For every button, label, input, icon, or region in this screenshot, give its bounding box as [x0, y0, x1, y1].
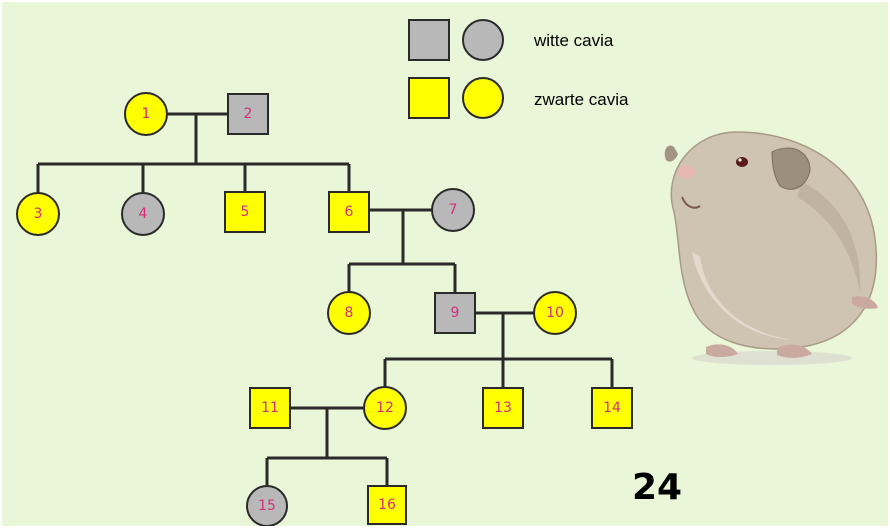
individual-1-label: 1 — [142, 106, 151, 122]
individual-12-label: 12 — [376, 400, 394, 416]
guinea-pig-eye — [736, 157, 748, 167]
guinea-pig-eye-highlight — [738, 158, 742, 162]
guinea-pig-hind-foot — [852, 296, 878, 309]
individual-3-symbol — [16, 192, 60, 236]
legend-white-female-symbol — [462, 19, 504, 61]
individual-5-symbol — [224, 191, 266, 233]
guinea-pig-photo — [664, 131, 878, 365]
individual-10-label: 10 — [546, 305, 564, 321]
legend: witte cavia zwarte cavia — [408, 19, 629, 119]
pedigree-lines — [36, 112, 614, 486]
individual-14-label: 14 — [603, 400, 621, 416]
individual-9-label: 9 — [451, 305, 460, 321]
individual-6-label: 6 — [345, 204, 354, 220]
individual-13-symbol — [482, 387, 524, 429]
guinea-pig-ear — [771, 147, 811, 190]
guinea-pig-front-foot-left — [706, 344, 738, 357]
guinea-pig-back-shade — [797, 182, 861, 292]
individual-7-symbol — [431, 188, 475, 232]
legend-white-male-symbol — [408, 19, 450, 61]
legend-black-label: zwarte cavia — [534, 90, 629, 109]
individual-4-symbol — [121, 192, 165, 236]
individual-16-symbol — [367, 485, 407, 525]
individual-13-label: 13 — [494, 400, 512, 416]
individual-1-symbol — [124, 92, 168, 136]
guinea-pig-chest — [692, 252, 792, 340]
individual-10-symbol — [533, 291, 577, 335]
guinea-pig-mouth — [681, 196, 701, 209]
guinea-pig-body — [670, 131, 878, 350]
individual-6-symbol — [328, 191, 370, 233]
individual-12-symbol — [363, 386, 407, 430]
legend-white-label: witte cavia — [533, 31, 614, 50]
individual-8-label: 8 — [345, 305, 354, 321]
individual-2-label: 2 — [244, 106, 253, 122]
individual-11-symbol — [249, 387, 291, 429]
individuals: 1 2 3 4 5 6 7 8 9 10 11 12 13 — [16, 92, 633, 527]
individual-4-label: 4 — [139, 206, 148, 222]
individual-3-label: 3 — [34, 206, 43, 222]
individual-7-label: 7 — [449, 202, 458, 218]
legend-black-male-symbol — [408, 77, 450, 119]
individual-16-label: 16 — [378, 497, 396, 513]
page-number: 24 — [632, 467, 682, 508]
individual-8-symbol — [327, 291, 371, 335]
individual-9-symbol — [434, 292, 476, 334]
legend-black-female-symbol — [462, 77, 504, 119]
individual-15-label: 15 — [258, 498, 276, 514]
individual-5-label: 5 — [241, 204, 250, 220]
guinea-pig-nose — [677, 166, 695, 178]
guinea-pig-front-foot-right — [777, 344, 812, 358]
guinea-pig-left-ear — [664, 145, 678, 162]
individual-2-symbol — [227, 93, 269, 135]
individual-14-symbol — [591, 387, 633, 429]
individual-11-label: 11 — [261, 400, 279, 416]
